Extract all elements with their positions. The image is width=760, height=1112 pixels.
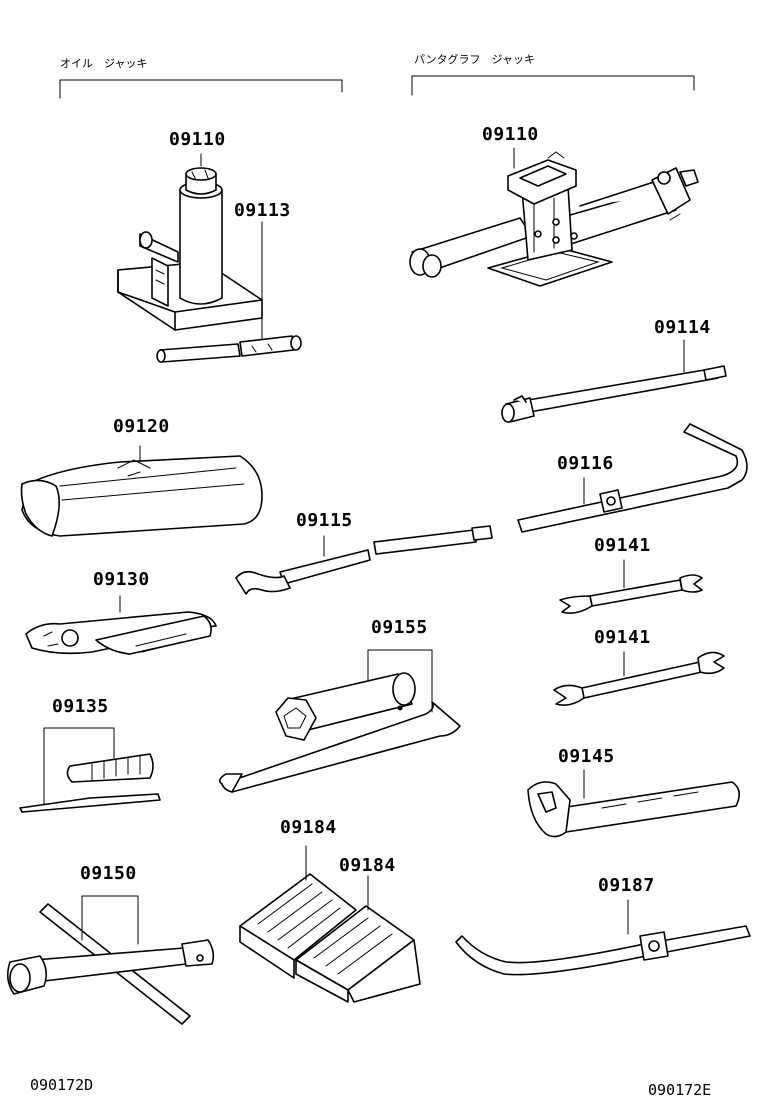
part-label-pliers: 09130 [93,569,150,590]
part-label-bent-bar: 09187 [598,875,655,896]
pantograph-jack-drawing [409,147,699,287]
wheel-bar-drawing [517,423,748,533]
part-label-wrench-lower: 09141 [594,627,651,648]
pantograph-jack-bracket [411,75,695,96]
hook-rod-drawing [235,525,493,595]
part-label-lug-wrench: 09150 [80,863,137,884]
part-label-screwdriver: 09135 [52,696,109,717]
part-label-pantograph-jack: 09110 [482,124,539,145]
bent-bar-drawing [455,899,751,976]
open-wrench-upper-drawing [559,559,703,614]
oil-jack-bracket [59,79,343,99]
footer-code-left: 090172D [30,1076,94,1094]
part-label-adjustable-wrench: 09145 [558,746,615,767]
tool-bag-drawing [20,445,263,537]
part-label-wrench-upper: 09141 [594,535,651,556]
part-label-wheel-chock-1: 09184 [280,817,337,838]
footer-code-right: 090172E [648,1081,712,1099]
part-label-oil-jack: 09110 [169,129,226,150]
part-label-tool-bag: 09120 [113,416,170,437]
plug-wrench-drawing [218,649,461,793]
part-label-wheel-chock-2: 09184 [339,855,396,876]
pliers-drawing [25,595,217,655]
oil-jack-header: オイル ジャッキ [60,57,148,70]
open-wrench-lower-drawing [553,651,725,706]
jack-handle-rod-drawing [501,339,727,423]
part-label-jack-handle: 09113 [234,200,291,221]
part-label-wheel-bar: 09116 [557,453,614,474]
part-label-plug-wrench: 09155 [371,617,428,638]
wheel-chock-drawing [239,845,421,1003]
oil-jack-drawing [117,153,302,363]
adjustable-wrench-drawing [527,769,740,838]
part-label-hook-rod: 09115 [296,510,353,531]
part-label-handle-rod: 09114 [654,317,711,338]
lug-wrench-drawing [6,895,215,1025]
pantograph-jack-header: パンタグラフ ジャッキ [414,53,535,66]
screwdriver-drawing [19,727,161,813]
